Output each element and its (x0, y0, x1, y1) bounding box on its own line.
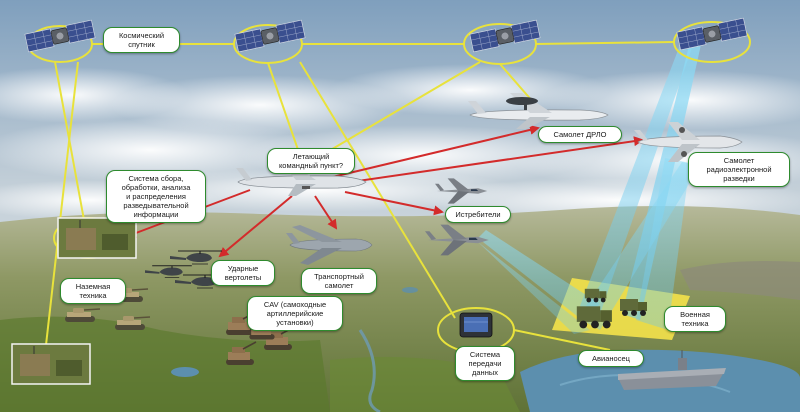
label-military-vehicles: Военная техника (664, 306, 726, 332)
label-space-satellite: Космический спутник (103, 27, 180, 53)
transport-aircraft-icon (286, 225, 373, 265)
field-station-top (57, 217, 137, 259)
field-station-bottom (11, 343, 91, 385)
red-command-arrows (126, 124, 644, 258)
label-elint-aircraft: Самолет радиоэлектронной разведки (688, 152, 790, 187)
label-data-processing-system: Система сбора, обработки, анализа и расп… (106, 170, 206, 223)
sensor-beams (478, 40, 702, 334)
label-airborne-command-post: Летающий командный пункт? (267, 148, 355, 174)
awacs-aircraft-icon (468, 93, 609, 129)
label-transport-aircraft: Транспортный самолет (301, 268, 377, 294)
recon-aircraft-icon (634, 122, 743, 162)
aircraft-carrier-icon (618, 350, 726, 390)
label-awacs: Самолет ДРЛО (538, 126, 622, 143)
label-ground-vehicles: Наземная техника (60, 278, 126, 304)
label-fighters: Истребители (445, 206, 511, 223)
label-data-transfer-system: Система передачи данных (455, 346, 515, 381)
data-terminal-icon (459, 312, 493, 338)
label-aircraft-carrier: Авианосец (578, 350, 644, 367)
label-cav-artillery: CAV (самоходные артиллерийские установки… (247, 296, 343, 331)
label-attack-helicopters: Ударные вертолеты (211, 260, 275, 286)
